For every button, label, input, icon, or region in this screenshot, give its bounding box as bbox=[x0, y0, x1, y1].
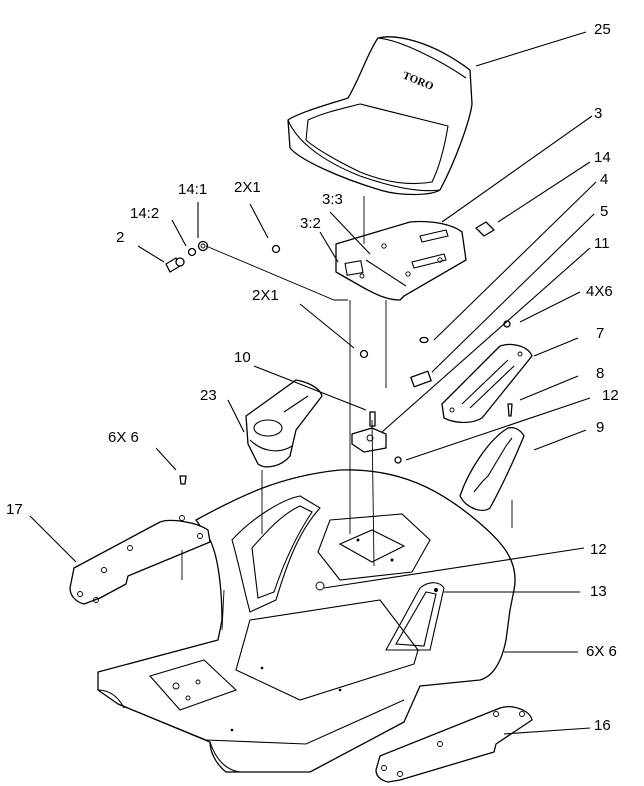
callout-14-1: 14:1 bbox=[178, 181, 207, 198]
callout-6x6-right: 6X 6 bbox=[586, 643, 617, 660]
callout-5: 5 bbox=[600, 203, 608, 220]
side-plate-16-part bbox=[375, 706, 533, 783]
callout-13: 13 bbox=[590, 583, 607, 600]
callout-10: 10 bbox=[234, 349, 251, 366]
seat-pan-part bbox=[335, 220, 467, 301]
adjuster-plate-part bbox=[459, 426, 525, 511]
cup-holder-part bbox=[245, 379, 323, 468]
side-plate-17-part bbox=[69, 515, 211, 605]
callout-3-2: 3:2 bbox=[300, 215, 321, 232]
leader-lines bbox=[29, 31, 597, 735]
seat-part: TORO bbox=[287, 36, 473, 196]
callout-14: 14 bbox=[594, 149, 611, 166]
callout-7: 7 bbox=[596, 325, 604, 342]
callout-3-3: 3:3 bbox=[322, 191, 343, 208]
callout-23: 23 bbox=[200, 387, 217, 404]
callout-14-2: 14:2 bbox=[130, 205, 159, 222]
callout-25: 25 bbox=[594, 21, 611, 38]
callout-12-lower: 12 bbox=[590, 541, 607, 558]
callout-17: 17 bbox=[6, 501, 23, 518]
callout-16: 16 bbox=[594, 717, 611, 734]
callout-4: 4 bbox=[600, 171, 608, 188]
callout-2: 2 bbox=[116, 229, 124, 246]
callout-4x6: 4X6 bbox=[586, 283, 613, 300]
callout-3: 3 bbox=[594, 105, 602, 122]
callout-2x1-lower: 2X1 bbox=[252, 287, 279, 304]
callout-12-upper: 12 bbox=[602, 387, 619, 404]
callout-9: 9 bbox=[596, 419, 604, 436]
hardware-parts bbox=[165, 221, 513, 663]
callout-8: 8 bbox=[596, 365, 604, 382]
callout-2x1-upper: 2X1 bbox=[234, 179, 261, 196]
callout-6x6-left: 6X 6 bbox=[108, 429, 139, 446]
assembly-centerlines bbox=[181, 196, 513, 631]
slide-rail-part bbox=[441, 343, 533, 424]
callout-labels: 25 3 14 4 5 11 4X6 7 8 12 9 2X1 3:3 3:2 … bbox=[6, 21, 619, 734]
fender-floor-pan-part bbox=[97, 469, 516, 773]
callout-11: 11 bbox=[594, 235, 610, 252]
